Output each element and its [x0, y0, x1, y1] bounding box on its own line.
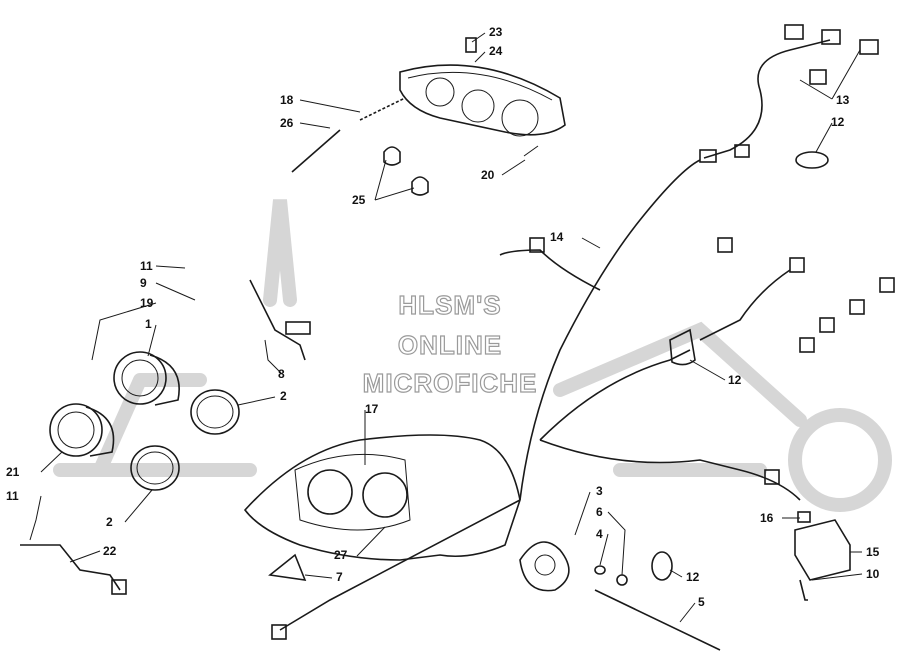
- callout-9: 9: [140, 276, 147, 290]
- callout-27: 27: [334, 548, 348, 562]
- callout-1: 1: [145, 317, 152, 331]
- callout-2-upper: 2: [280, 389, 287, 403]
- watermark: HLSM'S ONLINE MICROFICHE: [362, 289, 538, 398]
- callout-2-lower: 2: [106, 515, 113, 529]
- callout-4: 4: [596, 527, 603, 541]
- background-watermark-art: [53, 199, 892, 512]
- callout-19: 19: [140, 296, 154, 310]
- callout-17: 17: [365, 402, 379, 416]
- headlight-assembly: [291, 37, 566, 196]
- callout-11-lower: 11: [6, 489, 19, 503]
- leader-lines: [29, 32, 863, 623]
- callout-23: 23: [489, 25, 503, 39]
- callout-15: 15: [866, 545, 880, 559]
- callout-16: 16: [760, 511, 774, 525]
- callout-24: 24: [489, 44, 503, 58]
- callout-12-mid: 12: [728, 373, 742, 387]
- wiring-harness: [271, 24, 895, 640]
- watermark-line-1: HLSM'S: [398, 290, 501, 320]
- callout-11-upper: 11: [140, 259, 153, 273]
- callout-12-lower: 12: [686, 570, 700, 584]
- callouts: 23 24 18 26 25 20 13 12 14 11 9 19 1 8 1…: [6, 25, 880, 609]
- callout-10: 10: [866, 567, 880, 581]
- callout-6: 6: [596, 505, 603, 519]
- dash-panel: [243, 434, 521, 581]
- callout-8: 8: [278, 367, 285, 381]
- callout-3: 3: [596, 484, 603, 498]
- callout-14: 14: [550, 230, 564, 244]
- callout-12-top: 12: [831, 115, 845, 129]
- callout-26: 26: [280, 116, 294, 130]
- clamps: [651, 151, 829, 581]
- callout-22: 22: [103, 544, 117, 558]
- callout-7: 7: [336, 570, 343, 584]
- watermark-line-3: MICROFICHE: [363, 368, 538, 398]
- ignition-switch: [519, 541, 721, 651]
- callout-18: 18: [280, 93, 294, 107]
- callout-25: 25: [352, 193, 366, 207]
- gauges: [20, 279, 311, 595]
- callout-5: 5: [698, 595, 705, 609]
- callout-21: 21: [6, 465, 20, 479]
- callout-13: 13: [836, 93, 850, 107]
- watermark-line-2: ONLINE: [398, 330, 502, 360]
- voltage-regulator: [794, 511, 851, 601]
- callout-20: 20: [481, 168, 495, 182]
